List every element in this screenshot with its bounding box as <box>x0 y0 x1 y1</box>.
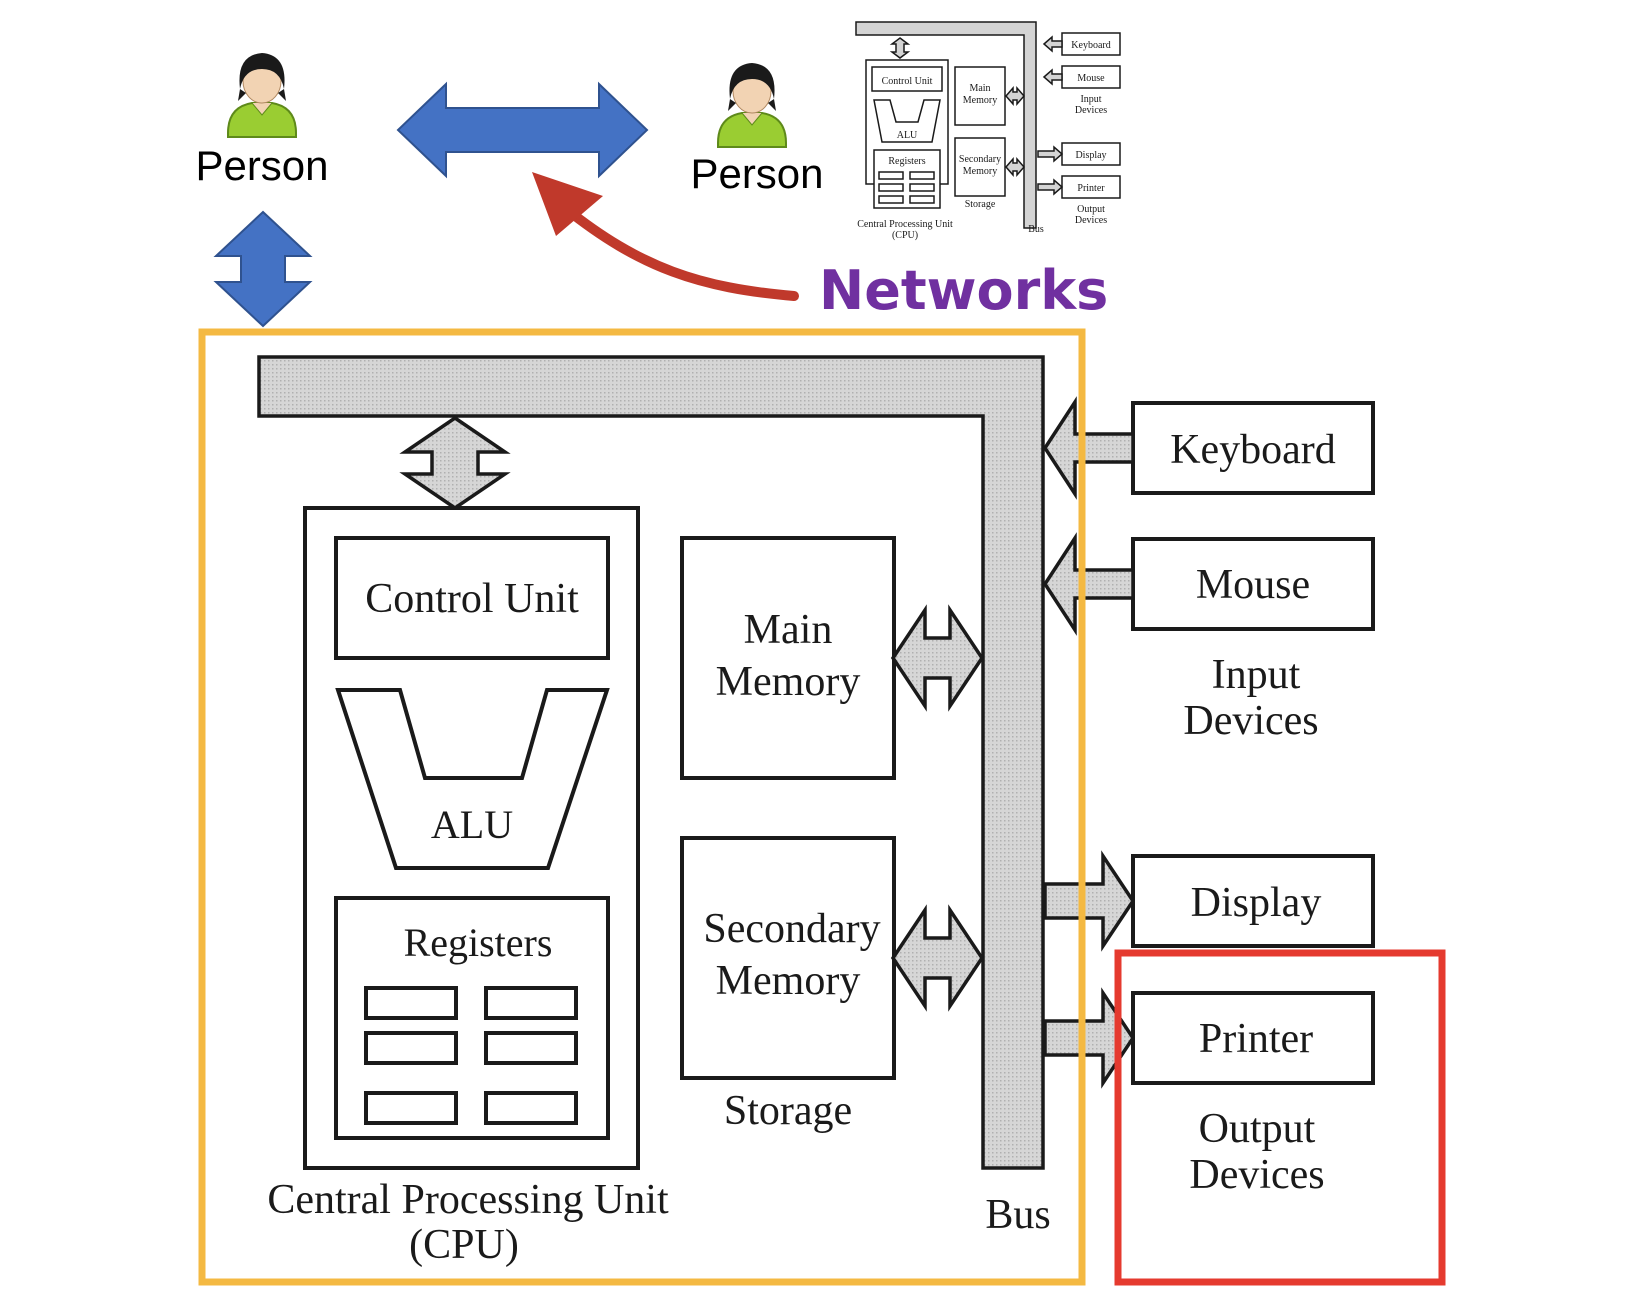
registers-label: Registers <box>404 920 553 965</box>
input-devices-label-line1: Input <box>1212 652 1301 698</box>
svg-text:Bus: Bus <box>1028 224 1044 235</box>
networks-label: Networks <box>819 259 1108 322</box>
keyboard-label: Keyboard <box>1170 427 1336 473</box>
keyboard-box <box>1131 401 1375 495</box>
svg-text:Registers: Registers <box>888 156 925 167</box>
keyboard-bus-arrow <box>1042 396 1135 500</box>
register-cell <box>484 1031 578 1065</box>
person-icon <box>227 53 297 138</box>
svg-text:Devices: Devices <box>1075 105 1107 116</box>
svg-text:Devices: Devices <box>1075 215 1107 226</box>
display-box <box>1131 854 1375 948</box>
person-icon <box>717 63 787 148</box>
display-label: Display <box>1191 880 1322 926</box>
cpu-memory-highlight-frame <box>198 328 1086 1286</box>
svg-text:Memory: Memory <box>963 166 997 177</box>
main-memory-label-line2: Memory <box>716 659 861 705</box>
alu-shape <box>335 688 610 870</box>
svg-text:(CPU): (CPU) <box>892 230 918 241</box>
svg-text:Mouse: Mouse <box>1077 73 1105 84</box>
secondary-memory-box <box>680 836 896 1080</box>
double-arrow-vertical <box>213 210 313 328</box>
control-unit-box <box>334 536 610 660</box>
cpu-abbrev-label: (CPU) <box>409 1222 519 1268</box>
output-devices-highlight-frame <box>1114 949 1446 1286</box>
person-label-right: Person <box>690 150 823 197</box>
svg-text:Keyboard: Keyboard <box>1071 40 1110 51</box>
output-devices-label-line1: Output <box>1199 1106 1316 1152</box>
person-label-left: Person <box>195 142 328 189</box>
printer-label: Printer <box>1199 1016 1313 1062</box>
cpu-label: Central Processing Unit <box>267 1177 669 1223</box>
alu-label: ALU <box>431 802 513 847</box>
curved-arrow <box>532 172 799 301</box>
register-cell <box>364 986 458 1020</box>
bus <box>257 355 1045 1170</box>
svg-text:Control Unit: Control Unit <box>882 76 933 87</box>
thumbnail-diagram: Control Unit ALU Registers Central Proce… <box>855 21 1121 241</box>
main-memory-label-line1: Main <box>744 607 833 653</box>
register-cell <box>364 1031 458 1065</box>
secondary-memory-label-line1: Secondary <box>703 906 880 952</box>
svg-text:Main: Main <box>969 83 990 94</box>
mouse-box <box>1131 537 1375 631</box>
main-memory-bus-arrow <box>890 604 985 712</box>
register-cell <box>484 986 578 1020</box>
svg-text:Printer: Printer <box>1077 183 1105 194</box>
svg-text:Memory: Memory <box>963 95 997 106</box>
secondary-memory-label-line2: Memory <box>716 958 861 1004</box>
cpu-bus-arrow <box>399 415 511 511</box>
register-cell <box>364 1091 458 1125</box>
svg-text:Storage: Storage <box>965 199 996 210</box>
svg-text:ALU: ALU <box>897 130 918 141</box>
svg-text:Input: Input <box>1080 94 1101 105</box>
svg-text:Secondary: Secondary <box>959 154 1001 165</box>
main-memory-box <box>680 536 896 780</box>
svg-text:Central Processing Unit: Central Processing Unit <box>857 219 953 230</box>
output-devices-label-line2: Devices <box>1189 1152 1324 1198</box>
double-arrow-horizontal <box>396 81 649 179</box>
storage-label: Storage <box>724 1088 852 1134</box>
mouse-label: Mouse <box>1196 562 1310 608</box>
svg-text:Display: Display <box>1075 150 1106 161</box>
svg-text:Output: Output <box>1077 204 1105 215</box>
bus-label: Bus <box>985 1192 1050 1238</box>
mouse-bus-arrow <box>1042 532 1135 636</box>
input-devices-label-line2: Devices <box>1183 698 1318 744</box>
secondary-memory-bus-arrow <box>890 904 985 1012</box>
printer-box <box>1131 991 1375 1085</box>
bus-display-arrow <box>1043 850 1136 952</box>
register-cell <box>484 1091 578 1125</box>
control-unit-label: Control Unit <box>365 576 579 622</box>
